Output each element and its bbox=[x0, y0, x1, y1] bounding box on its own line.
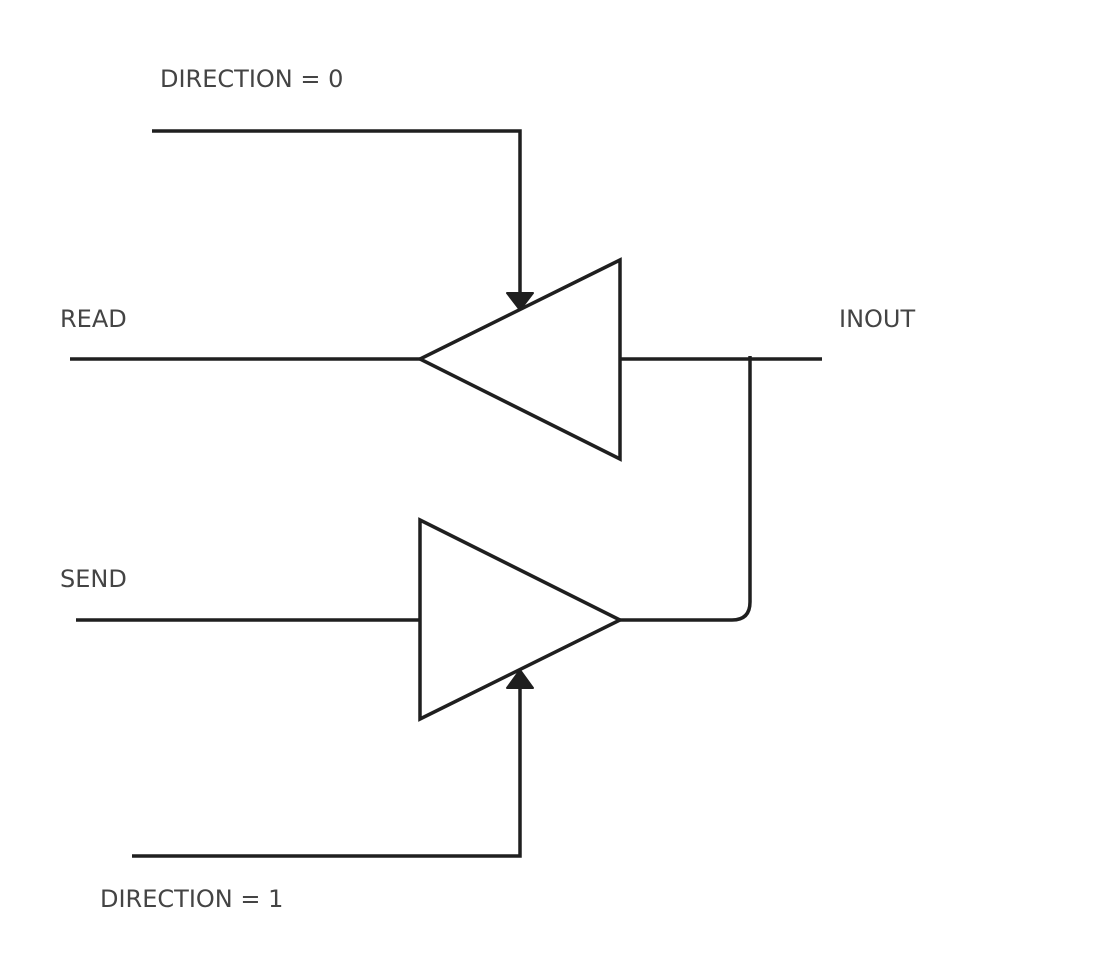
direction-1-label: DIRECTION = 1 bbox=[100, 885, 283, 913]
inout-label: INOUT bbox=[839, 305, 915, 333]
direction-1-arrowhead bbox=[506, 669, 534, 689]
direction-0-control-wire bbox=[152, 129, 522, 295]
direction-0-arrowhead bbox=[506, 292, 534, 311]
send-label: SEND bbox=[60, 565, 127, 593]
inout-connector-wire bbox=[620, 356, 752, 622]
direction-1-control-wire bbox=[132, 686, 522, 858]
direction-0-label: DIRECTION = 0 bbox=[160, 65, 343, 93]
read-label: READ bbox=[60, 305, 127, 333]
